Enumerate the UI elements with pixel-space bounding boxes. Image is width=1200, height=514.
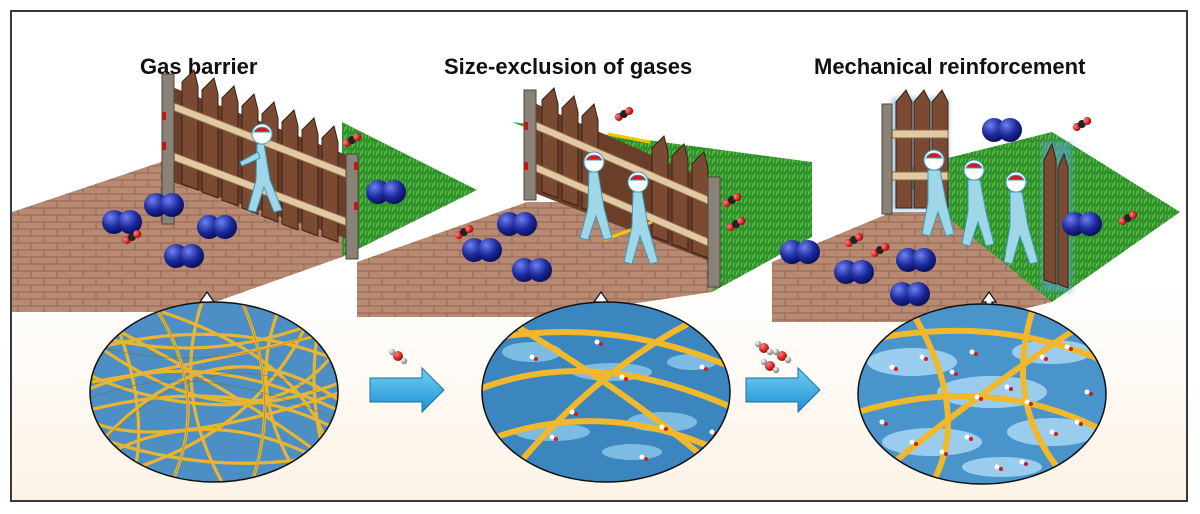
grass-lawn xyxy=(512,122,812,292)
gatekeeper-figures xyxy=(579,151,659,265)
figure-frame: Gas barrier Size-exclusion of gases Mech… xyxy=(10,10,1188,502)
water-molecule-icon xyxy=(754,340,774,356)
fence-post xyxy=(707,176,721,288)
large-molecules xyxy=(462,212,552,282)
panel-size-exclusion-scene xyxy=(357,87,812,317)
panel-gas-barrier-scene xyxy=(12,69,477,312)
grass-lawn xyxy=(892,132,1180,302)
right-arrow-icon xyxy=(369,366,445,414)
fence-post xyxy=(881,103,893,215)
microstructure-saturated xyxy=(857,303,1107,485)
co2-molecules xyxy=(844,117,1138,257)
panel-title-gas-barrier: Gas barrier xyxy=(140,54,258,79)
gatekeeper-figure xyxy=(239,123,283,213)
microstructure-hydrated xyxy=(481,301,731,483)
panel-mechanical-reinforcement-scene xyxy=(772,89,1180,322)
panel-title-size-exclusion: Size-exclusion of gases xyxy=(444,54,693,79)
microstructure-dry xyxy=(89,301,339,483)
grass-lawn xyxy=(342,122,477,257)
fence-post xyxy=(523,89,537,201)
scene-svg xyxy=(12,69,1180,485)
water-molecule-icon xyxy=(760,358,780,374)
large-molecules xyxy=(780,118,1102,306)
co2-molecules xyxy=(122,133,362,244)
water-molecule-icon xyxy=(388,348,408,365)
co2-molecules xyxy=(454,107,746,239)
large-molecules xyxy=(102,180,406,268)
gatekeeper-figures xyxy=(921,149,1039,265)
water-molecule-icon xyxy=(772,348,792,364)
right-arrow-icon xyxy=(745,366,821,414)
panel-title-mechanical-reinforcement: Mechanical reinforcement xyxy=(814,54,1086,79)
